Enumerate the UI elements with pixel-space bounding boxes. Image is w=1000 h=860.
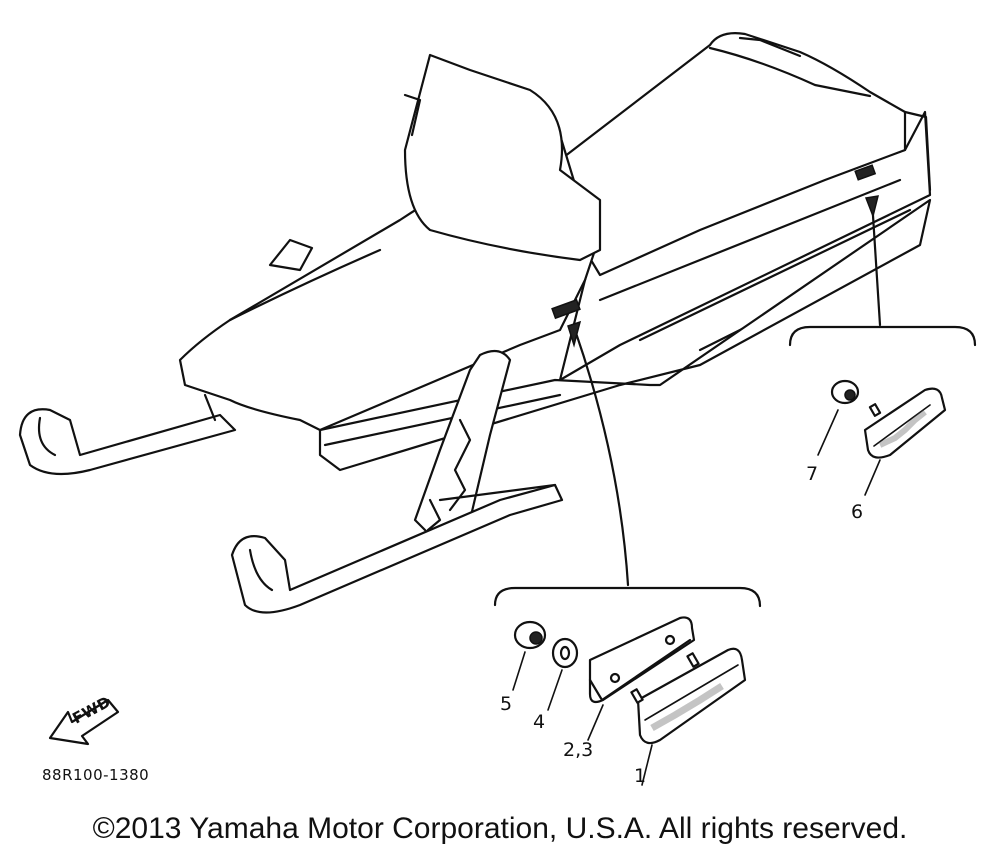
callout-5: 5: [500, 693, 512, 715]
copyright-notice: ©2013 Yamaha Motor Corporation, U.S.A. A…: [92, 812, 908, 845]
callout-7: 7: [806, 463, 818, 485]
ski-right: [230, 483, 564, 614]
part-rear-reflector-group: [817, 379, 947, 496]
ski-strut: [413, 349, 512, 542]
windshield: [403, 53, 602, 262]
bracket-front: [493, 586, 762, 608]
callout-2-3: 2,3: [563, 739, 593, 761]
bracket-rear: [788, 325, 977, 347]
reflector-mark-front: [551, 298, 581, 320]
reflector-1: [636, 647, 747, 745]
part-front-reflector-group: [512, 616, 747, 786]
callout-1: 1: [634, 765, 646, 787]
callout-4: 4: [533, 711, 545, 733]
leader-lines: [493, 195, 977, 608]
reflector-mark-rear: [854, 164, 877, 181]
skis: [18, 349, 564, 614]
callout-6: 6: [851, 501, 863, 523]
fwd-arrow-icon: FWD: [48, 693, 120, 746]
snowmobile-body: [178, 32, 932, 472]
ski-left: [18, 408, 237, 476]
drawing-code: 88R100-1380: [42, 766, 149, 784]
seat: [558, 32, 907, 277]
